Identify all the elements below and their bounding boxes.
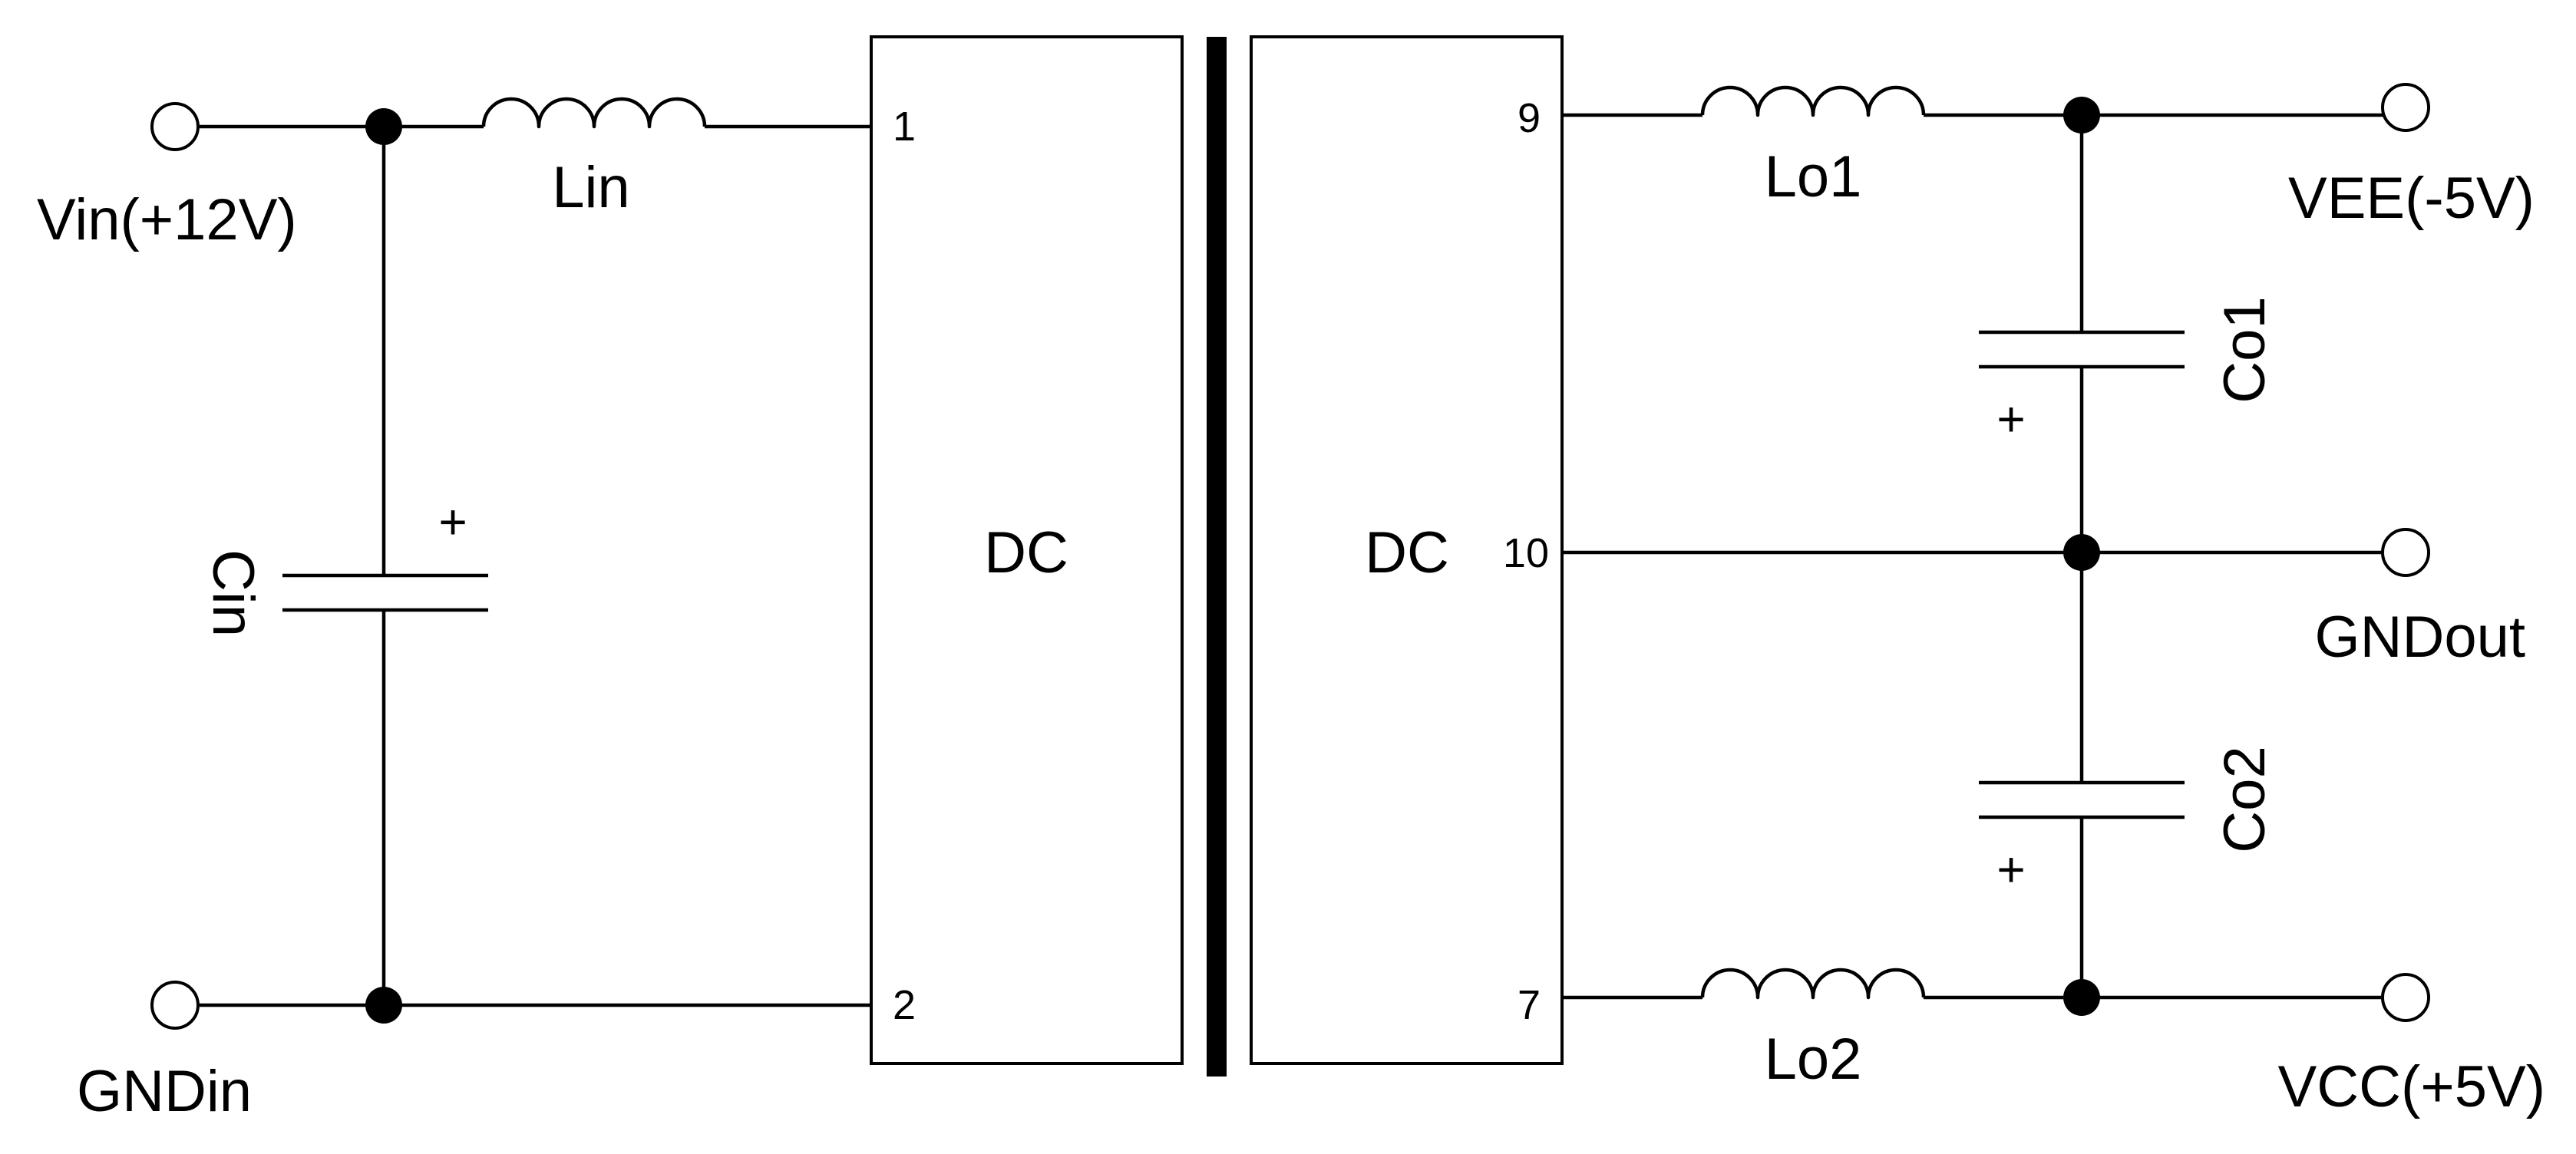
- isolation-barrier: [1207, 37, 1227, 1077]
- co1-label: Co1: [2212, 296, 2277, 403]
- gndout-junction-node: [2063, 534, 2100, 571]
- input-dc-block: [870, 35, 1184, 1065]
- pin-10-label: 10: [1503, 530, 1549, 576]
- lo1-inductor: [1700, 85, 1926, 117]
- co1-plus-sign: +: [1996, 391, 2025, 447]
- dc-dc-converter: DC DC 1 2 9 10 7: [870, 35, 1564, 1077]
- lo2-label: Lo2: [1765, 1027, 1862, 1092]
- output-section: Lo1 Lo2 Co1 Co2 + + VEE(-5V) GNDout VCC(…: [1562, 83, 2545, 1119]
- vee-terminal[interactable]: [2381, 83, 2430, 132]
- input-section: Vin(+12V) GNDin Lin Cin +: [37, 97, 871, 1124]
- lin-inductor: [481, 97, 707, 129]
- vin-label: Vin(+12V): [37, 187, 297, 252]
- gndin-label: GNDin: [77, 1059, 252, 1124]
- pin-2-label: 2: [893, 982, 916, 1028]
- cin-label: Cin: [200, 549, 266, 637]
- gndout-label: GNDout: [2314, 605, 2525, 670]
- lo2-inductor: [1700, 968, 1926, 1000]
- gndin-terminal[interactable]: [150, 981, 200, 1030]
- pin-1-label: 1: [893, 104, 916, 150]
- vee-junction-node: [2063, 97, 2100, 134]
- pin-9-label: 9: [1518, 95, 1541, 141]
- gndin-junction-node: [365, 987, 402, 1024]
- gndout-terminal[interactable]: [2381, 528, 2430, 577]
- vcc-junction-node: [2063, 979, 2100, 1016]
- cin-plus-sign: +: [438, 494, 467, 549]
- vcc-terminal[interactable]: [2381, 973, 2430, 1022]
- lin-label: Lin: [552, 155, 629, 220]
- pin-7-label: 7: [1518, 982, 1541, 1028]
- lo1-label: Lo1: [1765, 144, 1862, 209]
- input-dc-label: DC: [984, 520, 1068, 585]
- co2-plus-sign: +: [1996, 842, 2025, 897]
- co2-label: Co2: [2212, 746, 2277, 852]
- vee-label: VEE(-5V): [2288, 166, 2535, 231]
- vin-terminal[interactable]: [150, 102, 200, 151]
- output-dc-label: DC: [1365, 520, 1449, 585]
- vcc-label: VCC(+5V): [2278, 1054, 2545, 1119]
- output-dc-block: [1250, 35, 1564, 1065]
- vin-junction-node: [365, 108, 402, 145]
